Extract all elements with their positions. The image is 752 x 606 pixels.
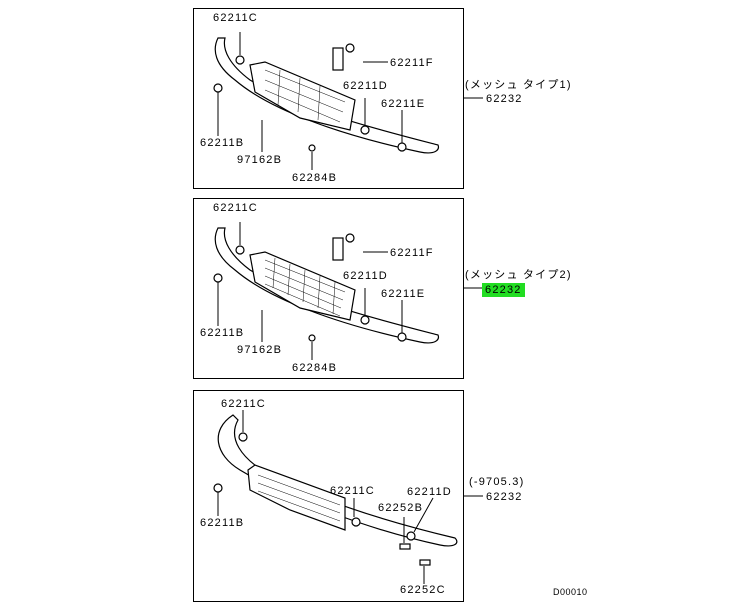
callout-62211b: 62211B	[200, 327, 245, 339]
diagram-id: D00010	[553, 587, 588, 597]
callout-62284b: 62284B	[292, 172, 338, 184]
variant-note: (メッシュ タイプ2)	[465, 269, 572, 281]
callout-62211c: 62211C	[221, 398, 266, 410]
part-number-62232[interactable]: 62232	[486, 491, 523, 503]
callout-62252c: 62252C	[400, 584, 446, 596]
callout-62211d: 62211D	[407, 486, 452, 498]
part-number-62232[interactable]: 62232	[486, 93, 523, 105]
callout-62211c: 62211C	[330, 485, 375, 497]
callout-62211e: 62211E	[381, 288, 426, 300]
callout-62211b: 62211B	[200, 517, 245, 529]
callout-62211c: 62211C	[213, 12, 258, 24]
callout-97162b: 97162B	[237, 344, 283, 356]
callout-62211b: 62211B	[200, 137, 245, 149]
callout-62284b: 62284B	[292, 362, 338, 374]
callout-97162b: 97162B	[237, 154, 283, 166]
grille-drawing-2	[213, 222, 483, 360]
callout-62252b: 62252B	[378, 502, 424, 514]
callout-62211d: 62211D	[343, 270, 388, 282]
variant-note: (-9705.3)	[469, 476, 525, 488]
callout-62211e: 62211E	[381, 98, 426, 110]
variant-note: (メッシュ タイプ1)	[465, 79, 572, 91]
grille-drawing-1	[213, 32, 483, 170]
callout-62211d: 62211D	[343, 80, 388, 92]
grille-drawing-3	[213, 410, 483, 584]
part-number-62232-highlighted[interactable]: 62232	[482, 283, 525, 297]
callout-62211c: 62211C	[213, 202, 258, 214]
callout-62211f: 62211F	[390, 247, 434, 259]
callout-62211f: 62211F	[390, 57, 434, 69]
